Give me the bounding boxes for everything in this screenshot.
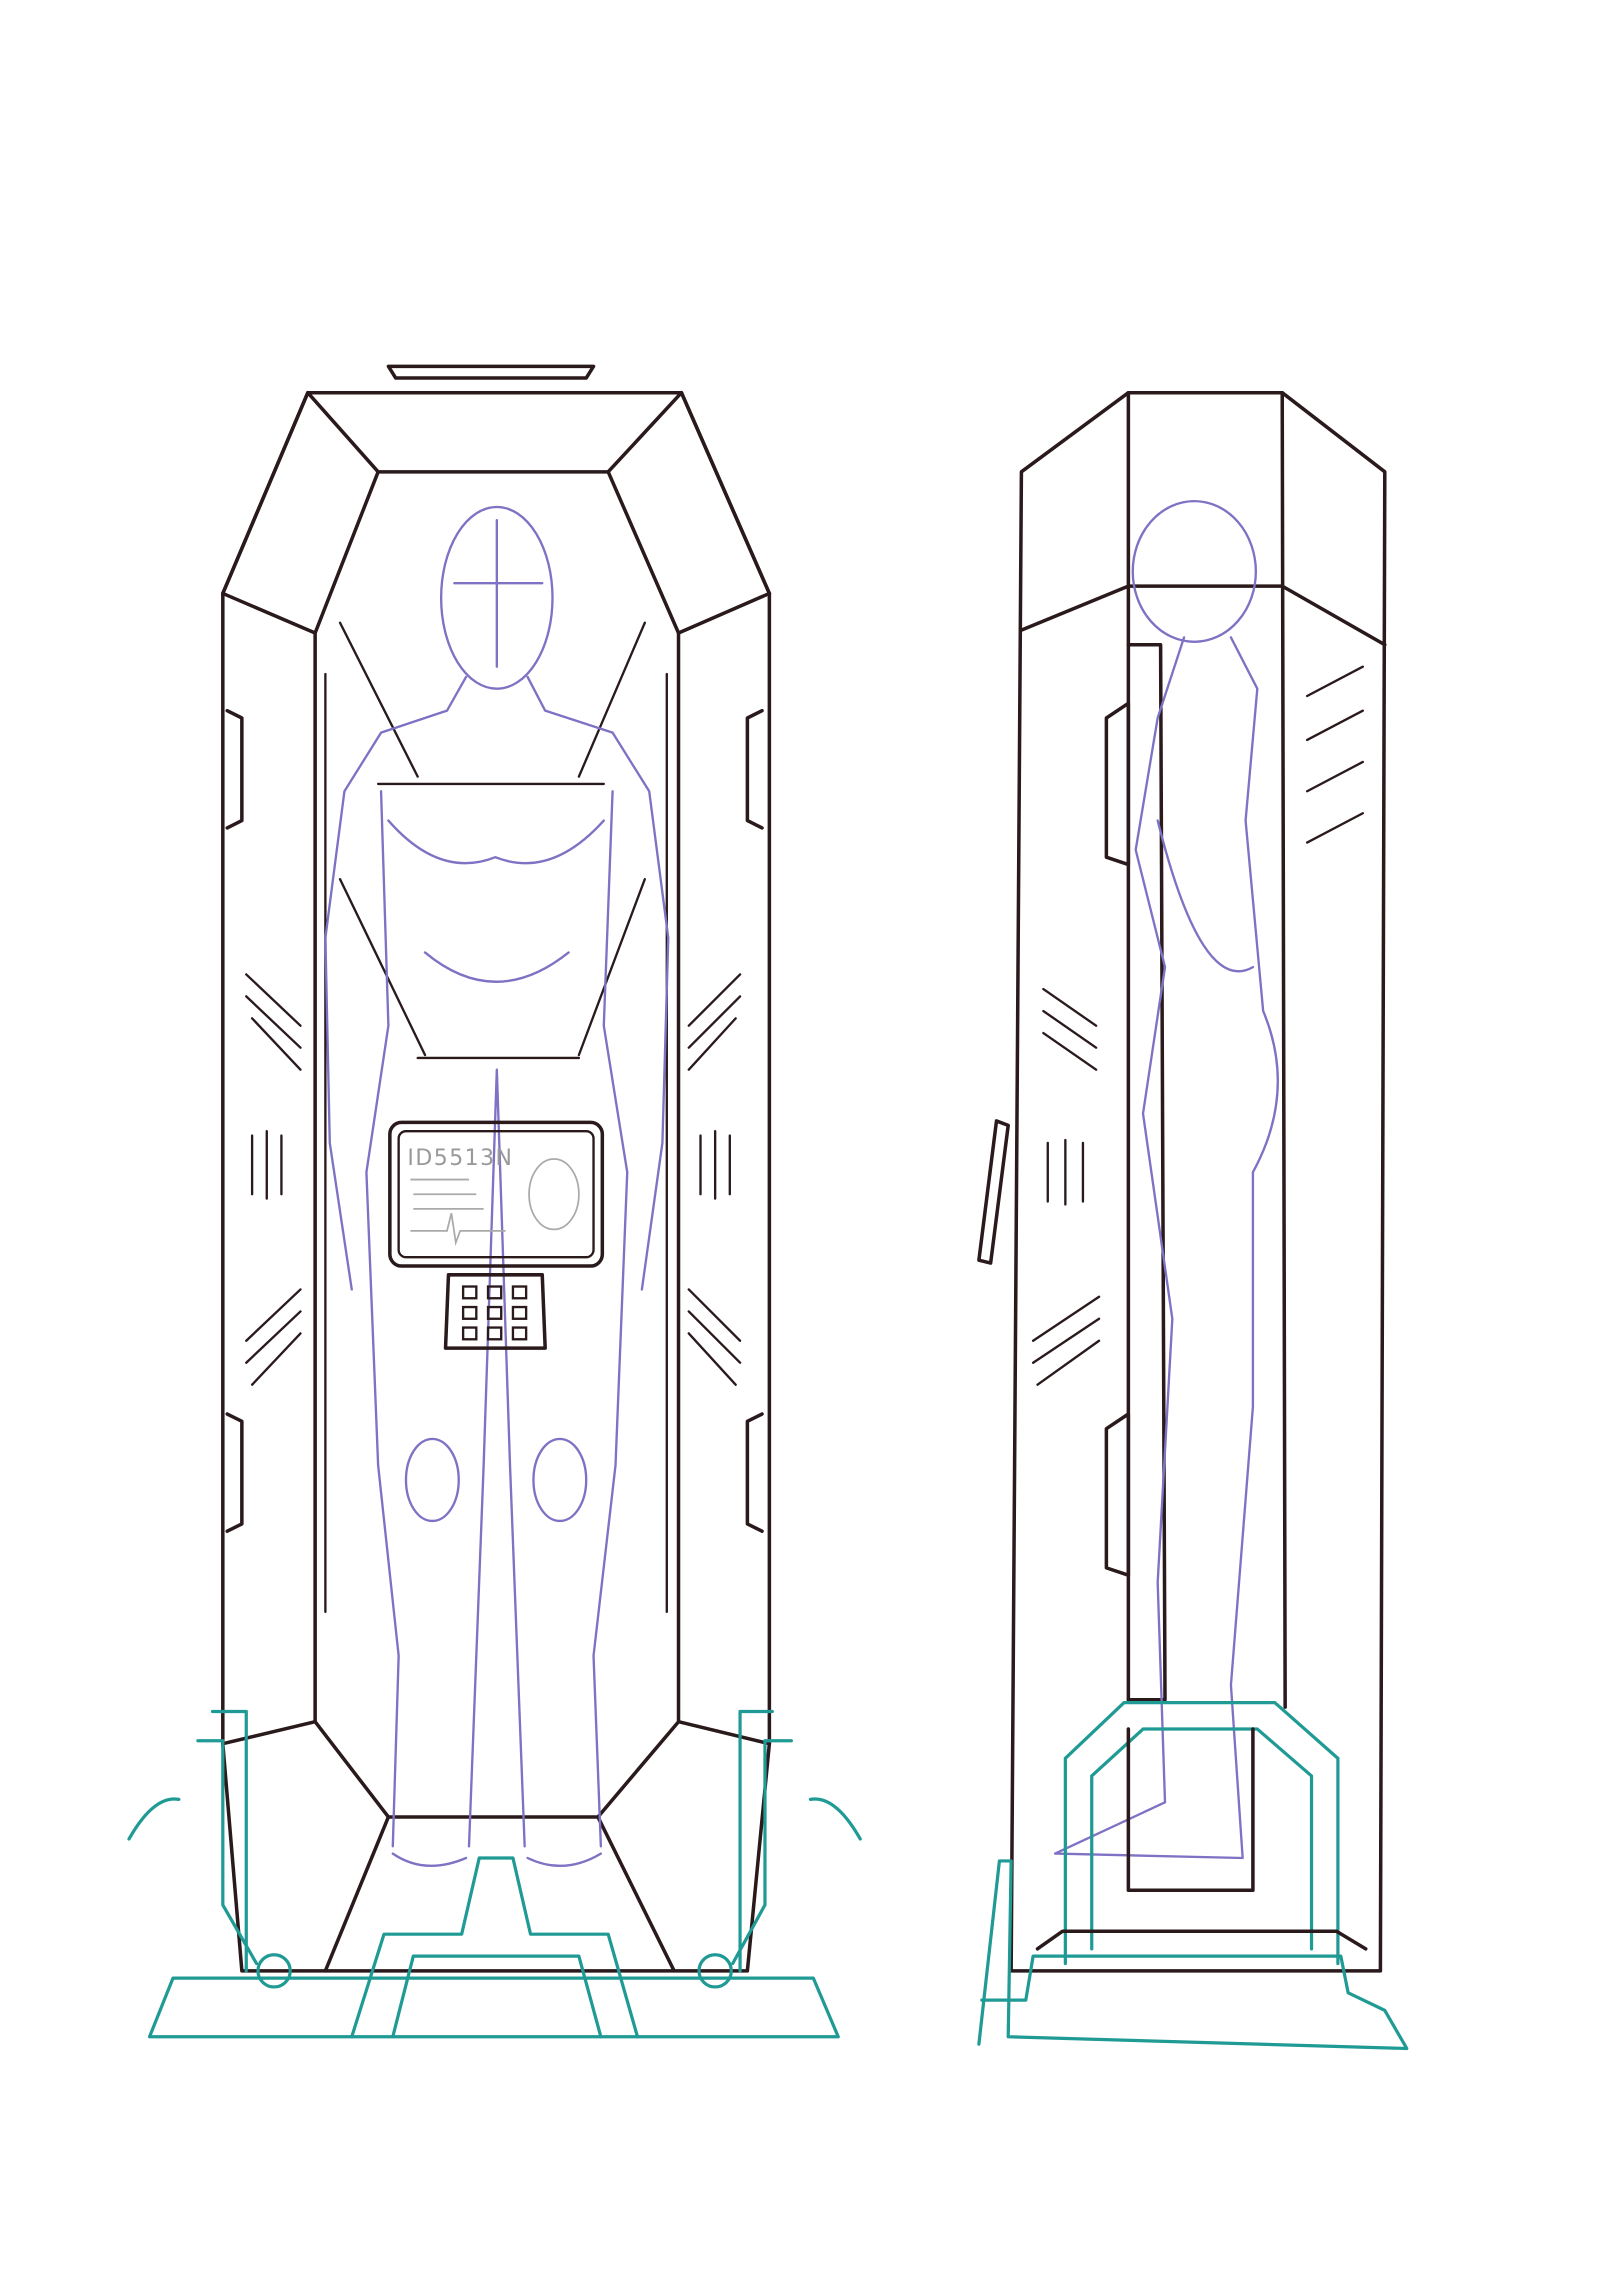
front-pod: ID5513N bbox=[127, 364, 862, 2039]
heartbeat-readout bbox=[410, 1178, 506, 1247]
side-door-edge bbox=[1126, 642, 1167, 1702]
id-screen: ID5513N bbox=[388, 1120, 605, 1268]
face-portrait bbox=[528, 1158, 580, 1231]
front-figure bbox=[324, 505, 670, 1867]
side-outer-shell bbox=[1009, 390, 1387, 1973]
side-handle bbox=[977, 1119, 1010, 1265]
front-top-vent bbox=[386, 364, 596, 380]
front-base bbox=[127, 1709, 862, 2039]
screen-id-label: ID5513N bbox=[407, 1146, 513, 1171]
keypad bbox=[443, 1273, 547, 1350]
side-base bbox=[977, 1701, 1409, 2051]
side-pod bbox=[977, 390, 1409, 2051]
side-figure bbox=[1053, 499, 1279, 1860]
